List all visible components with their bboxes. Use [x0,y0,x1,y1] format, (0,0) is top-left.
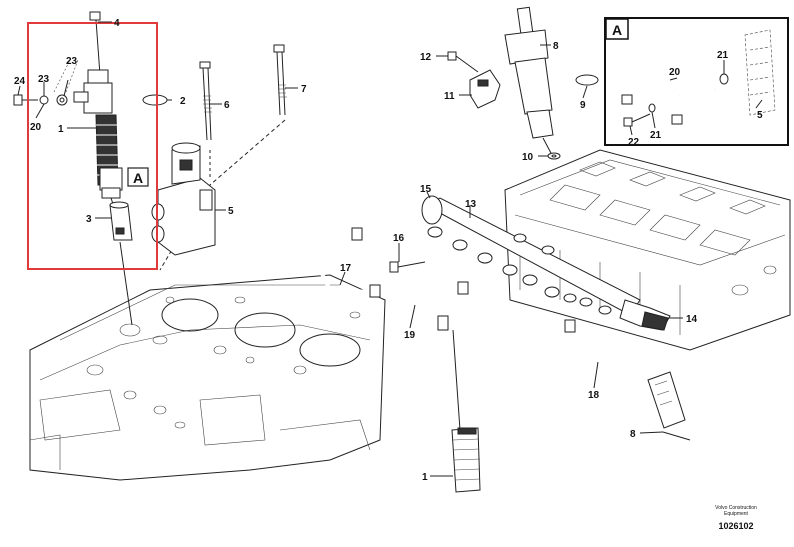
label-20-detail: 20 [669,67,681,78]
injector-sleeve[interactable] [109,201,133,326]
unit-injector[interactable] [73,11,123,226]
brand-line-2: Equipment [724,511,748,517]
label-12: 12 [420,52,432,63]
fuel-pipe-19[interactable] [399,281,469,431]
label-7: 7 [301,84,307,95]
label-15: 15 [420,184,432,195]
label-1: 1 [58,124,64,135]
label-23a: 23 [66,56,78,67]
brand-caption: Volvo Construction Equipment [696,505,776,517]
pressure-sensor-14[interactable] [619,299,671,331]
clamp-11[interactable] [469,69,501,109]
bolt-16[interactable] [389,261,426,273]
washer-23a[interactable] [39,95,49,105]
label-17: 17 [340,263,352,274]
bolt-12[interactable] [447,51,479,73]
label-6: 6 [224,100,230,111]
highlight-box [27,22,158,270]
label-21-top: 21 [717,50,729,61]
leader-lines [17,21,763,477]
label-16: 16 [393,233,405,244]
label-9: 9 [580,100,586,111]
detail-callout-a-letter: A [133,170,143,186]
bolt-6[interactable] [199,61,212,141]
label-13: 13 [465,199,477,210]
label-20-left: 20 [30,122,42,133]
label-18: 18 [588,390,600,401]
fuel-pipe-18[interactable] [516,319,652,397]
label-5-detail: 5 [757,110,763,121]
brand-line-1: Volvo Construction [715,505,757,511]
fuel-injector-lower[interactable] [647,371,691,441]
label-10: 10 [522,152,534,163]
fuel-pipe-17[interactable] [302,209,381,298]
bolt-7[interactable] [273,44,287,116]
label-5: 5 [228,206,234,217]
label-4: 4 [114,18,120,29]
label-21-bottom: 21 [650,130,662,141]
label-1-bottom: 1 [422,472,428,483]
label-23b: 23 [38,74,50,85]
label-14: 14 [686,314,698,325]
pump-element[interactable] [151,142,216,256]
fuel-injector[interactable] [504,6,554,156]
engine-block-left [29,274,386,481]
unit-injector-lower[interactable] [451,427,481,493]
fuel-rail[interactable] [421,195,641,316]
bolt-24[interactable] [13,94,38,106]
o-ring-2[interactable] [142,94,168,106]
label-11: 11 [444,91,455,102]
label-3: 3 [86,214,92,225]
detail-view-a-letter: A [612,22,622,38]
cylinder-head [504,149,791,351]
label-19: 19 [404,330,416,341]
label-2: 2 [180,96,186,107]
label-24: 24 [14,76,26,87]
detail-washer-21[interactable] [648,73,729,113]
label-8-top: 8 [553,41,559,52]
detail-pipe-20[interactable] [621,56,719,125]
detail-bolt-22[interactable] [623,113,651,127]
detail-callout-a: A [127,167,149,187]
drawing-code: 1026102 [718,521,754,531]
o-ring-9[interactable] [575,74,599,86]
detail-view-a: A [604,17,789,146]
washer-10[interactable] [547,152,561,160]
label-8-bottom: 8 [630,429,636,440]
label-22: 22 [628,137,640,148]
washer-23b[interactable] [56,94,68,106]
